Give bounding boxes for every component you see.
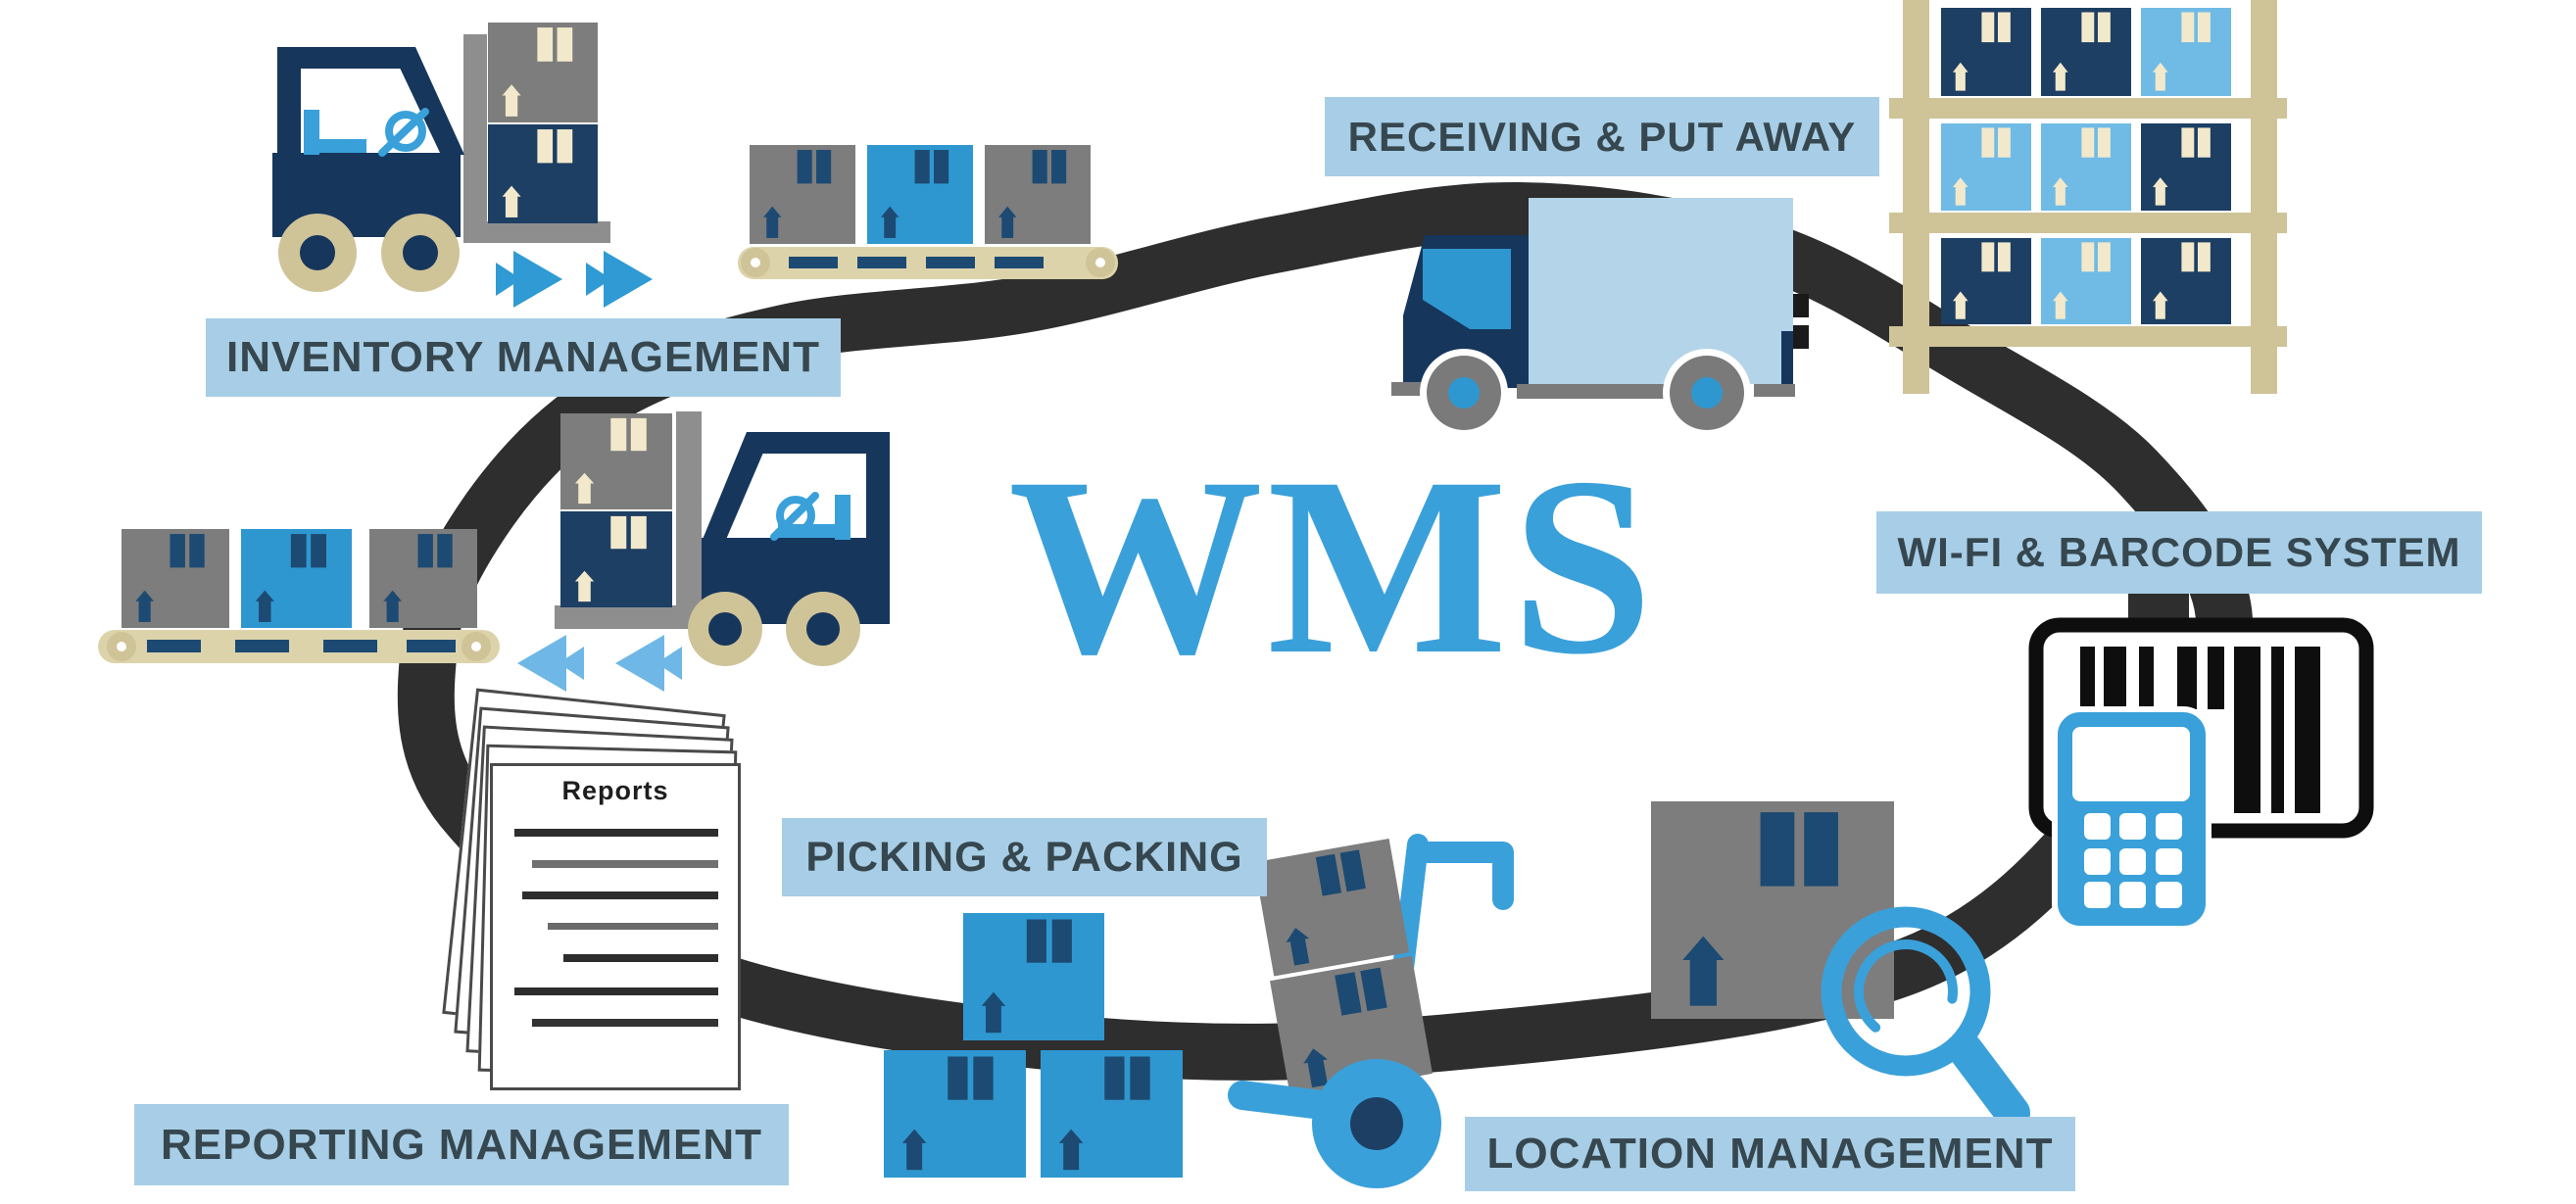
cardboard-box-icon bbox=[560, 413, 672, 509]
cardboard-box-icon bbox=[985, 145, 1091, 244]
boxes-layer bbox=[122, 8, 2231, 1178]
hand-truck-wheel bbox=[1228, 1059, 1441, 1188]
report-title: Reports bbox=[561, 776, 669, 805]
diagram-title: WMS bbox=[1008, 425, 1657, 707]
cardboard-box-icon bbox=[488, 124, 598, 223]
label-inventory-management: INVENTORY MANAGEMENT bbox=[206, 318, 841, 397]
report-text-line bbox=[514, 829, 718, 837]
forklift-right-icon bbox=[272, 34, 610, 292]
report-text-line bbox=[532, 860, 718, 868]
report-text-line bbox=[548, 923, 718, 930]
cardboard-box-icon bbox=[241, 529, 352, 628]
report-text-line bbox=[522, 891, 718, 899]
label-reporting-management: REPORTING MANAGEMENT bbox=[134, 1104, 789, 1185]
cardboard-box-icon bbox=[1941, 238, 2031, 324]
cardboard-box-icon bbox=[2141, 8, 2231, 96]
magnifier-icon bbox=[1821, 906, 2030, 1131]
cardboard-box-icon bbox=[2041, 238, 2131, 324]
cardboard-box-icon bbox=[1253, 838, 1410, 977]
cardboard-box-icon bbox=[488, 23, 598, 122]
cardboard-box-icon bbox=[1941, 123, 2031, 211]
cardboard-box-icon bbox=[2141, 238, 2231, 324]
cardboard-box-icon bbox=[963, 913, 1104, 1040]
cardboard-box-icon bbox=[2041, 8, 2131, 96]
forklift-left-icon bbox=[555, 411, 890, 666]
label-receiving-put-away: RECEIVING & PUT AWAY bbox=[1325, 97, 1879, 176]
report-page-front: Reports bbox=[490, 763, 741, 1090]
truck-icon bbox=[1391, 198, 1809, 437]
cardboard-box-icon bbox=[1941, 8, 2031, 96]
rewind-arrows-icon bbox=[517, 635, 682, 692]
cardboard-box-icon bbox=[1651, 801, 1894, 1019]
conveyor-left-icon bbox=[98, 630, 500, 663]
cardboard-box-icon bbox=[2141, 123, 2231, 211]
conveyor-top-icon bbox=[738, 247, 1118, 279]
label-location-management: LOCATION MANAGEMENT bbox=[1465, 1117, 2075, 1191]
report-text-line bbox=[532, 1019, 718, 1027]
cardboard-box-icon bbox=[867, 145, 973, 244]
cardboard-box-icon bbox=[122, 529, 229, 628]
handheld-scanner-icon bbox=[2052, 706, 2211, 932]
cardboard-box-icon bbox=[2041, 123, 2131, 211]
report-text-line bbox=[563, 954, 718, 962]
label-wifi-barcode-system: WI-FI & BARCODE SYSTEM bbox=[1876, 511, 2482, 594]
report-text-line bbox=[514, 987, 718, 995]
cardboard-box-icon bbox=[1041, 1050, 1183, 1178]
cardboard-box-icon bbox=[369, 529, 477, 628]
label-picking-packing: PICKING & PACKING bbox=[782, 818, 1267, 896]
cardboard-box-icon bbox=[560, 511, 672, 607]
cardboard-box-icon bbox=[750, 145, 855, 244]
fast-forward-arrows-icon bbox=[496, 251, 653, 308]
truck-wheel bbox=[1420, 349, 1751, 437]
cardboard-box-icon bbox=[884, 1050, 1026, 1178]
storage-rack-icon bbox=[1889, 0, 2287, 394]
